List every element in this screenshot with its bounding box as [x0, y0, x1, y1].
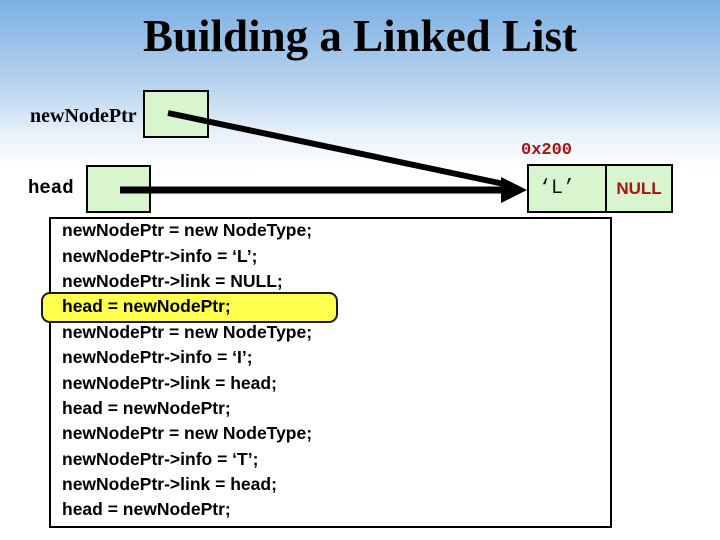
code-line: newNodePtr = new NodeType;	[62, 220, 313, 241]
code-line: newNodePtr = new NodeType;	[62, 321, 313, 342]
code-line: newNodePtr->info = ‘T’;	[62, 448, 259, 469]
arrowhead-icon	[501, 177, 527, 203]
code-line: newNodePtr = new NodeType;	[62, 423, 313, 444]
head-box	[86, 165, 151, 213]
code-line: newNodePtr->link = NULL;	[62, 270, 283, 291]
code-listing: newNodePtr = new NodeType; newNodePtr->i…	[62, 218, 602, 523]
new-node-ptr-arrow	[167, 110, 505, 187]
new-node-ptr-box	[143, 90, 209, 138]
node-info-cell: ‘L’	[529, 166, 607, 211]
slide-title: Building a Linked List	[143, 11, 577, 61]
highlighted-statement-box	[41, 292, 338, 323]
code-line: head = newNodePtr;	[62, 397, 231, 418]
new-node-ptr-label: newNodePtr	[30, 105, 137, 127]
head-label: head	[28, 177, 74, 199]
linked-list-node: ‘L’ NULL	[527, 164, 673, 213]
node-address-label: 0x200	[521, 141, 573, 160]
code-line: newNodePtr->info = ‘L’;	[62, 245, 258, 266]
code-line: head = newNodePtr;	[62, 499, 231, 520]
code-line: newNodePtr->link = head;	[62, 474, 277, 495]
code-line: head = newNodePtr;	[62, 296, 231, 317]
code-box	[49, 217, 612, 528]
code-line: newNodePtr->link = head;	[62, 372, 277, 393]
node-link-cell: NULL	[616, 178, 662, 198]
code-line: newNodePtr->info = ‘I’;	[62, 347, 253, 368]
